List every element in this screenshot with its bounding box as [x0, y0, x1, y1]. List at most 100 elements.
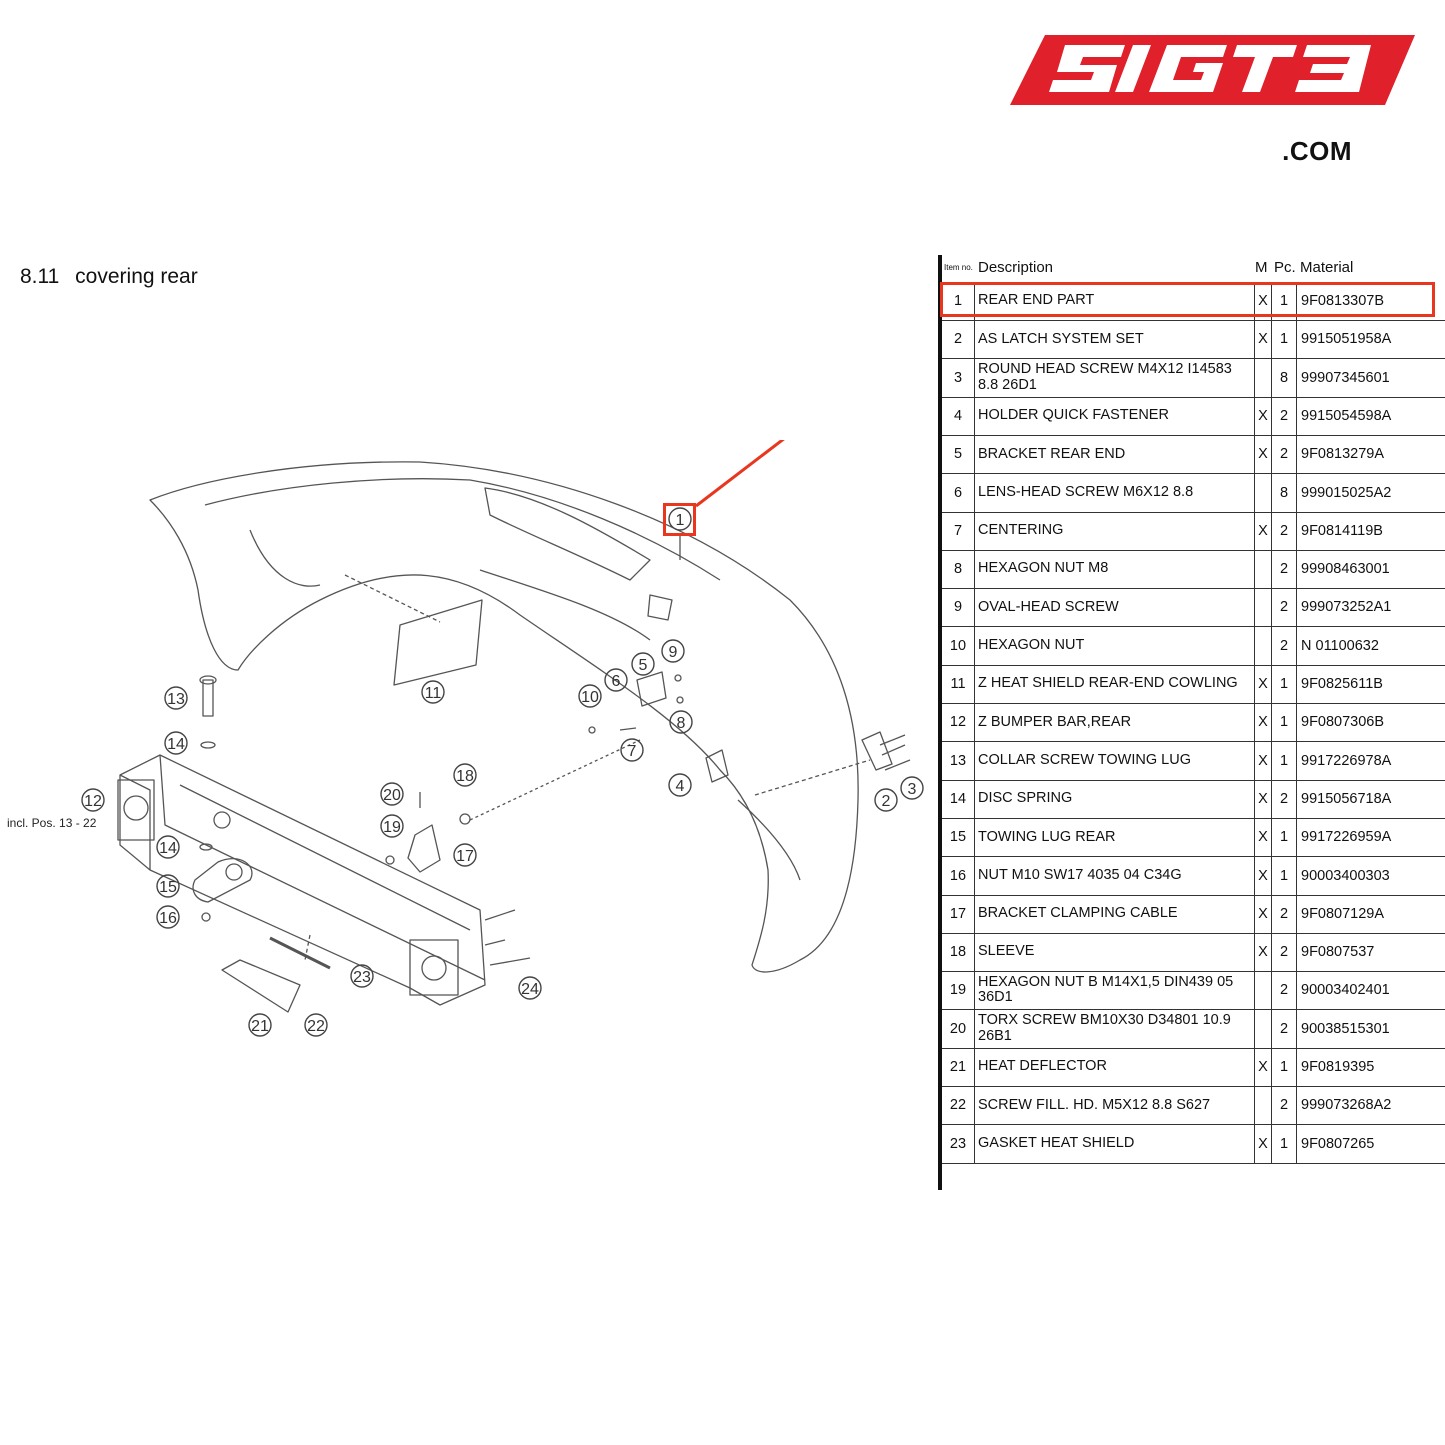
callout-label-12: 12 [84, 793, 102, 810]
cell-material: 99908463001 [1301, 561, 1390, 578]
cell-item-no: 18 [942, 933, 975, 972]
cell-m: X [1255, 1048, 1272, 1086]
cell-pc: 1 [1272, 282, 1297, 320]
cell-description: BRACKET REAR END [978, 435, 1255, 474]
cell-pc: 1 [1272, 1048, 1297, 1086]
cell-m: X [1255, 779, 1272, 818]
rear-end-part-outline [149, 461, 859, 973]
callout-label-1: 1 [676, 512, 685, 529]
cell-description: TORX SCREW BM10X30 D34801 10.9 26B1 [978, 1009, 1255, 1048]
included-positions-note: incl. Pos. 13 - 22 [7, 816, 97, 830]
table-left-rule [938, 255, 942, 1190]
header-material: Material [1300, 259, 1354, 276]
cell-description: TOWING LUG REAR [978, 818, 1255, 857]
cell-description: HEXAGON NUT M8 [978, 550, 1255, 589]
cell-material: 9F0807129A [1301, 905, 1385, 922]
cell-pc: 8 [1272, 358, 1297, 397]
site-logo[interactable]: .COM [1005, 30, 1420, 164]
cell-item-no: 1 [942, 282, 975, 320]
cell-m: X [1255, 1124, 1272, 1163]
cell-m [1255, 358, 1272, 397]
header-description: Description [978, 259, 1054, 276]
callout-label-14b: 14 [159, 840, 177, 857]
cell-pc: 1 [1272, 703, 1297, 742]
callout-label-13: 13 [167, 691, 185, 708]
cell-pc: 2 [1272, 550, 1297, 589]
cell-pc: 2 [1272, 511, 1297, 550]
cell-description: Z BUMPER BAR,REAR [978, 703, 1255, 742]
cell-m [1255, 473, 1272, 512]
callout-label-7: 7 [628, 743, 637, 760]
section-number: 8.11 [20, 265, 60, 288]
cell-m: X [1255, 282, 1272, 320]
cell-item-no: 14 [942, 779, 975, 818]
cell-item-no: 16 [942, 856, 975, 895]
logo-com-text: .COM [1282, 136, 1352, 166]
bumper-bar-outline [119, 754, 486, 1006]
heat-shield-panel [393, 599, 483, 686]
cell-description: NUT M10 SW17 4035 04 C34G [978, 856, 1255, 895]
cell-material: 9917226978A [1301, 752, 1392, 769]
cell-item-no: 17 [942, 894, 975, 933]
cell-m: X [1255, 511, 1272, 550]
bracket-rear-end [636, 671, 667, 707]
cell-item-no: 9 [942, 588, 975, 627]
cell-material: 9F0807537 [1301, 944, 1375, 961]
callout-label-5: 5 [639, 657, 648, 674]
cell-m [1255, 588, 1272, 627]
cell-description: COLLAR SCREW TOWING LUG [978, 741, 1255, 780]
cell-description: GASKET HEAT SHIELD [978, 1124, 1255, 1163]
cell-material: 999015025A2 [1301, 484, 1392, 501]
cell-material: 90003402401 [1301, 982, 1390, 999]
cell-pc: 2 [1272, 626, 1297, 665]
cell-material: 9917226959A [1301, 829, 1392, 846]
cell-material: 9915051958A [1301, 331, 1392, 348]
callout-label-2: 2 [882, 793, 891, 810]
cell-item-no: 5 [942, 435, 975, 474]
cell-m: X [1255, 703, 1272, 742]
cell-pc: 2 [1272, 396, 1297, 435]
heat-deflector [221, 959, 301, 1013]
callout-label-3: 3 [908, 781, 917, 798]
cell-m [1255, 626, 1272, 665]
cell-material: 9F0819395 [1301, 1059, 1375, 1075]
cell-m: X [1255, 435, 1272, 474]
cell-material: 9F0807306B [1301, 714, 1385, 731]
cell-pc: 2 [1272, 971, 1297, 1010]
callout-label-14a: 14 [167, 736, 185, 753]
cell-description: HEXAGON NUT B M14X1,5 DIN439 05 36D1 [978, 971, 1255, 1010]
cell-item-no: 15 [942, 818, 975, 857]
cell-material: 90003400303 [1301, 867, 1390, 884]
cell-item-no: 19 [942, 971, 975, 1010]
cell-pc: 1 [1272, 741, 1297, 780]
cell-m: X [1255, 818, 1272, 857]
cell-description: DISC SPRING [978, 779, 1255, 818]
cell-item-no: 11 [942, 665, 975, 703]
cell-description: SLEEVE [978, 933, 1255, 972]
cell-item-no: 22 [942, 1086, 975, 1125]
cell-pc: 2 [1272, 933, 1297, 972]
